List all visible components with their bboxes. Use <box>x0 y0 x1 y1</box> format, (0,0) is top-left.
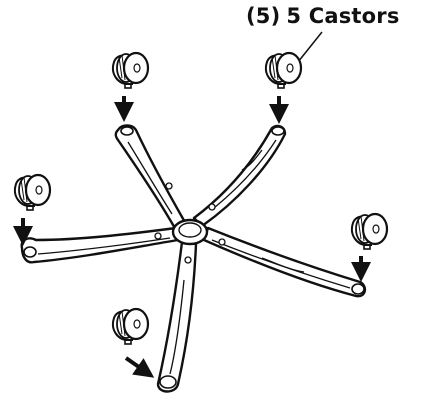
arrow-bottom <box>124 356 155 378</box>
caster-top-left <box>111 51 150 90</box>
caster-bottom <box>111 307 150 346</box>
step-number: (5) <box>246 4 281 28</box>
base-leg-top-left <box>114 124 188 232</box>
callout-leader-line <box>297 31 323 63</box>
base-leg-bottom <box>156 240 198 393</box>
base-leg-top-right <box>192 124 287 228</box>
caster-left <box>13 173 52 212</box>
base-leg-left <box>20 226 180 264</box>
star-base <box>20 124 367 393</box>
step-label: 5 Castors <box>286 4 400 28</box>
caster-top-right <box>264 51 303 90</box>
caster-right <box>350 212 389 251</box>
base-leg-right <box>202 226 367 298</box>
step-callout: (5)5 Castors <box>246 4 400 28</box>
